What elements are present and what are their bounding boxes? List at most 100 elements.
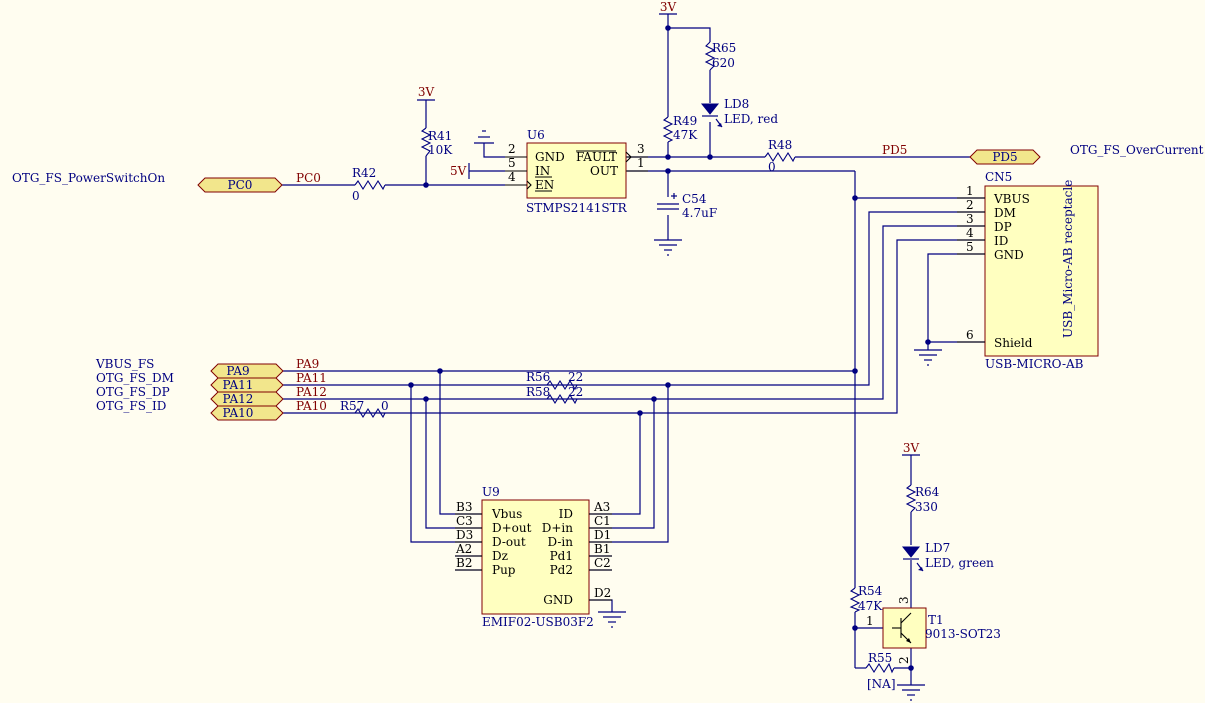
component-ref: R64 — [915, 485, 940, 499]
pin-name: Vbus — [491, 507, 522, 521]
pin-name: ID — [994, 234, 1008, 248]
port-pd5: PD5 OTG_FS_OverCurrent PD5 — [882, 143, 1204, 165]
power-3v-top: 3V — [659, 0, 677, 15]
pin-number: 3 — [966, 212, 974, 226]
resistor-r56: R56 22 — [526, 370, 583, 391]
component-ref: R48 — [768, 138, 792, 152]
resistor-r49: R49 47K — [662, 114, 698, 143]
power-label: 3V — [660, 0, 677, 14]
pin-name: Pd2 — [550, 563, 573, 577]
component-value: 22 — [568, 385, 583, 399]
pin-name: GND — [994, 248, 1024, 262]
resistor-r41: R41 10K — [420, 127, 453, 157]
component-part: STMPS2141STR — [526, 201, 628, 215]
transistor-t1: 1 3 2 T1 9013-SOT23 — [866, 596, 1001, 664]
pin-number: D2 — [594, 586, 611, 600]
power-3v-r41: 3V — [417, 85, 435, 101]
cn5-usb-connector: CN5 USB-MICRO-AB VBUS DM DP ID GND Shiel… — [957, 170, 1099, 371]
pin-number: A2 — [455, 542, 472, 556]
pin-name: D-in — [548, 535, 574, 549]
component-value: [NA] — [867, 677, 896, 691]
component-ref: R65 — [712, 41, 736, 55]
resistor-r58: R58 22 — [526, 385, 583, 405]
pin-name: ID — [559, 507, 573, 521]
port-label: PA11 — [223, 378, 254, 392]
pin-number: 1 — [866, 614, 874, 628]
pin-name: DP — [994, 220, 1012, 234]
component-part: 9013-SOT23 — [925, 627, 1001, 641]
pin-name: D+in — [542, 521, 574, 535]
pin-name: Dz — [492, 549, 508, 563]
component-value: 10K — [428, 143, 453, 157]
component-desc: USB_Micro-AB receptacle — [1061, 180, 1075, 338]
u6-power-switch: U6 STMPS2141STR GND IN EN FAULT OUT 2 5 … — [505, 128, 648, 215]
port-comment: OTG_FS_DP — [96, 385, 170, 399]
component-ref: U6 — [527, 128, 545, 142]
pin-number: 5 — [966, 240, 974, 254]
u9-emi-filter: U9 EMIF02-USB03F2 Vbus D+out D-out Dz Pu… — [455, 485, 612, 629]
component-ref: R58 — [526, 385, 550, 399]
pin-number: C3 — [456, 514, 473, 528]
resistor-r64: R64 330 — [905, 484, 940, 514]
pin-number: 2 — [966, 198, 974, 212]
component-value: 22 — [568, 370, 583, 384]
pin-name: D-out — [492, 535, 526, 549]
port-pa10: PA10 OTG_FS_ID PA10 — [96, 399, 327, 421]
pin-name: OUT — [590, 164, 618, 178]
component-ref: LD7 — [925, 541, 950, 555]
resistor-r55: R55 [NA] — [865, 651, 896, 691]
pin-number: B3 — [456, 500, 472, 514]
net-label: PA12 — [296, 385, 327, 399]
pin-number: 2 — [897, 656, 911, 664]
pin-number: 3 — [637, 142, 645, 156]
power-3v-r64: 3V — [902, 441, 920, 456]
pin-number: D3 — [456, 528, 473, 542]
component-ref: LD8 — [724, 97, 749, 111]
component-ref: R49 — [673, 114, 697, 128]
pin-name: EN — [535, 178, 554, 192]
resistor-r42: R42 0 — [352, 166, 386, 203]
power-label: 5V — [450, 164, 467, 178]
pin-name: Shield — [994, 336, 1033, 350]
pin-number: D1 — [594, 528, 611, 542]
port-comment: OTG_FS_PowerSwitchOn — [12, 171, 165, 185]
pin-number: 5 — [508, 156, 516, 170]
component-ref: R55 — [868, 651, 892, 665]
net-label: PC0 — [296, 171, 321, 185]
power-5v: 5V — [450, 163, 470, 179]
component-value: LED, green — [925, 556, 994, 570]
net-label: PD5 — [882, 143, 907, 157]
port-pa11: PA11 OTG_FS_DM PA11 — [96, 371, 327, 393]
plus-icon — [671, 193, 677, 199]
component-value: 4.7uF — [682, 206, 717, 220]
pin-number: 3 — [897, 596, 911, 604]
pin-number: C2 — [594, 556, 611, 570]
capacitor-c54: C54 4.7uF — [657, 192, 717, 220]
net-label: PA9 — [296, 357, 319, 371]
power-label: 3V — [903, 441, 920, 455]
resistor-r54: R54 47K — [849, 584, 883, 613]
pin-name: GND — [543, 593, 573, 607]
junctions — [408, 25, 931, 671]
ground-icon — [598, 611, 626, 628]
pin-number: 2 — [508, 142, 516, 156]
ground-icon — [474, 130, 494, 144]
pin-name: FAULT — [576, 150, 617, 164]
led-ld7: LD7 LED, green — [901, 541, 994, 572]
net-label: PA10 — [296, 399, 327, 413]
component-value: 620 — [712, 56, 735, 70]
pin-number: 4 — [966, 226, 974, 240]
component-ref: R56 — [526, 370, 550, 384]
port-comment: OTG_FS_OverCurrent — [1070, 143, 1204, 157]
pin-number: C1 — [594, 514, 611, 528]
port-comment: OTG_FS_ID — [96, 399, 166, 413]
component-part: USB-MICRO-AB — [985, 357, 1084, 371]
component-ref: T1 — [928, 613, 944, 627]
component-value: 47K — [858, 599, 883, 613]
pin-name: IN — [535, 164, 550, 178]
component-value: 330 — [915, 500, 938, 514]
pin-number: 1 — [637, 156, 645, 170]
pin-number: B1 — [594, 542, 610, 556]
pin-name: D+out — [492, 521, 532, 535]
port-pa9: PA9 VBUS_FS PA9 — [95, 357, 319, 379]
